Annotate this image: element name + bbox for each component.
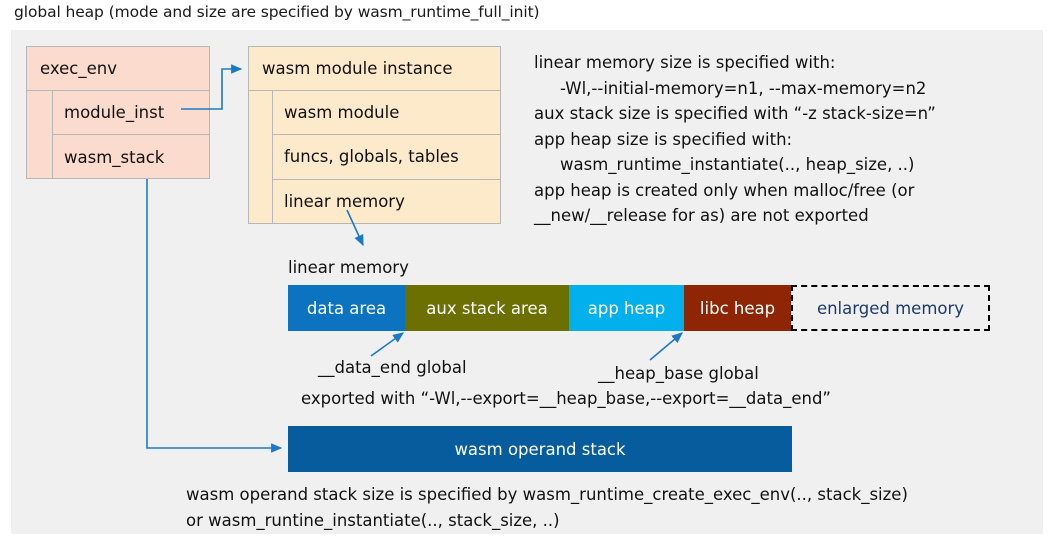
exec-env-rows: module_inst wasm_stack [53,91,209,179]
module-instance-field-linear-memory: linear memory [284,192,405,212]
exec-env-box: exec_env module_inst wasm_stack [26,46,210,179]
exec-env-gutter [27,91,53,179]
memory-segment-libc-heap: libc heap [684,285,791,331]
module-instance-gutter [249,91,273,224]
heap-base-annotation: __heap_base global [598,364,759,383]
wasm-operand-stack-label: wasm operand stack [454,439,626,459]
note-line-4: app heap size is specified with: [534,129,793,149]
memory-segment-enlarged-memory: enlarged memory [791,285,990,331]
memory-segment-app-heap: app heap [569,285,684,331]
bottom-note-line-1: wasm operand stack size is specified by … [186,485,908,504]
module-instance-header: wasm module instance [249,47,500,91]
bottom-note-line-2: or wasm_runtine_instantiate(.., stack_si… [186,511,560,530]
note-line-5: wasm_runtime_instantiate(.., heap_size, … [560,155,915,174]
linear-memory-label: linear memory [288,258,409,277]
module-instance-rows: wasm module funcs, globals, tables linea… [273,91,500,224]
operand-stack-notes: wasm operand stack size is specified by … [186,482,1046,534]
note-line-7: __new/__release for as) are not exported [534,206,869,225]
wasm-operand-stack-box: wasm operand stack [288,426,792,472]
note-line-3: aux stack size is specified with “-z sta… [534,104,936,123]
exec-env-field-module-inst: module_inst [53,91,209,135]
exec-env-header: exec_env [27,47,209,91]
memory-segment-data-area: data area [288,285,405,331]
wasm-module-instance-box: wasm module instance wasm module funcs, … [248,46,501,224]
module-instance-body: wasm module funcs, globals, tables linea… [249,91,500,224]
exec-env-field-wasm-stack: wasm_stack [64,147,165,167]
data-end-annotation: __data_end global [318,358,467,377]
module-instance-field-wasm-module: wasm module [273,91,500,136]
exec-env-body: module_inst wasm_stack [27,91,209,179]
page-title: global heap (mode and size are specified… [14,3,540,21]
note-line-1: linear memory size is specified with: [534,53,836,72]
note-line-2: -Wl,--initial-memory=n1, --max-memory=n2 [560,78,927,98]
exported-with-annotation: exported with “-Wl,--export=__heap_base,… [301,389,831,408]
memory-config-notes: linear memory size is specified with: -W… [534,50,1044,229]
memory-segment-aux-stack-area: aux stack area [405,285,569,331]
module-instance-field-funcs-globals-tables: funcs, globals, tables [273,135,500,180]
note-line-6: app heap is created only when malloc/fre… [534,180,915,200]
